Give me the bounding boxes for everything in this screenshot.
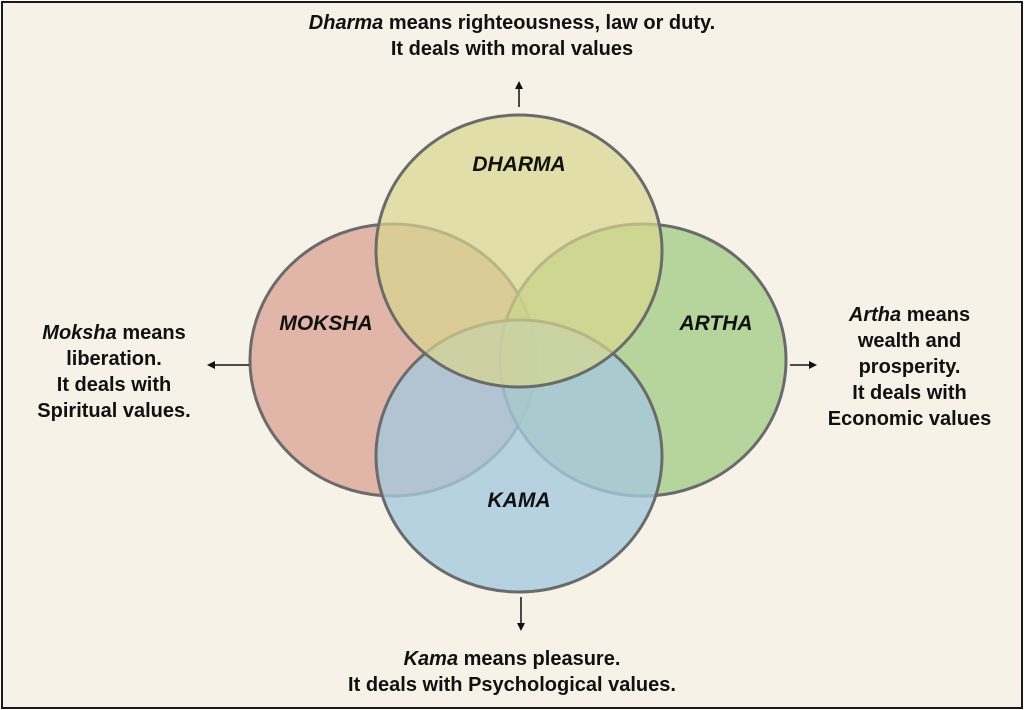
moksha-caption-line3: It deals with [56, 374, 172, 396]
moksha-term: Moksha [42, 322, 117, 344]
purusharthas-venn-diagram: DHARMA MOKSHA ARTHA KAMA [207, 81, 817, 631]
kama-caption-line2: It deals with Psychological values. [348, 674, 676, 696]
dharma-circle [374, 113, 664, 389]
artha-caption: Artha means wealth and prosperity. It de… [798, 302, 1021, 432]
artha-caption-line3: prosperity. [858, 356, 961, 378]
dharma-caption: Dharma means righteousness, law or duty.… [212, 10, 812, 62]
dharma-caption-line1: means righteousness, law or duty. [383, 12, 716, 34]
artha-caption-line4: It deals with [852, 382, 967, 404]
kama-term: Kama [403, 648, 459, 670]
moksha-caption-line4: Spiritual values. [37, 400, 191, 422]
artha-term: Artha [848, 304, 902, 326]
moksha-caption: Moksha means liberation. It deals with S… [3, 320, 225, 424]
dharma-caption-line2: It deals with moral values [390, 38, 634, 60]
moksha-caption-line1: means [116, 322, 186, 344]
artha-caption-line2: wealth and [857, 330, 962, 352]
artha-caption-line5: Economic values [827, 408, 992, 430]
artha-label: ARTHA [678, 312, 752, 335]
moksha-label: MOKSHA [279, 312, 372, 335]
kama-label: KAMA [488, 489, 551, 512]
moksha-caption-line2: liberation. [66, 348, 162, 370]
dharma-term: Dharma [308, 12, 384, 34]
kama-caption: Kama means pleasure. It deals with Psych… [212, 646, 812, 698]
artha-caption-line1: means [901, 304, 971, 326]
kama-caption-line1: means pleasure. [458, 648, 621, 670]
dharma-label: DHARMA [472, 153, 565, 176]
